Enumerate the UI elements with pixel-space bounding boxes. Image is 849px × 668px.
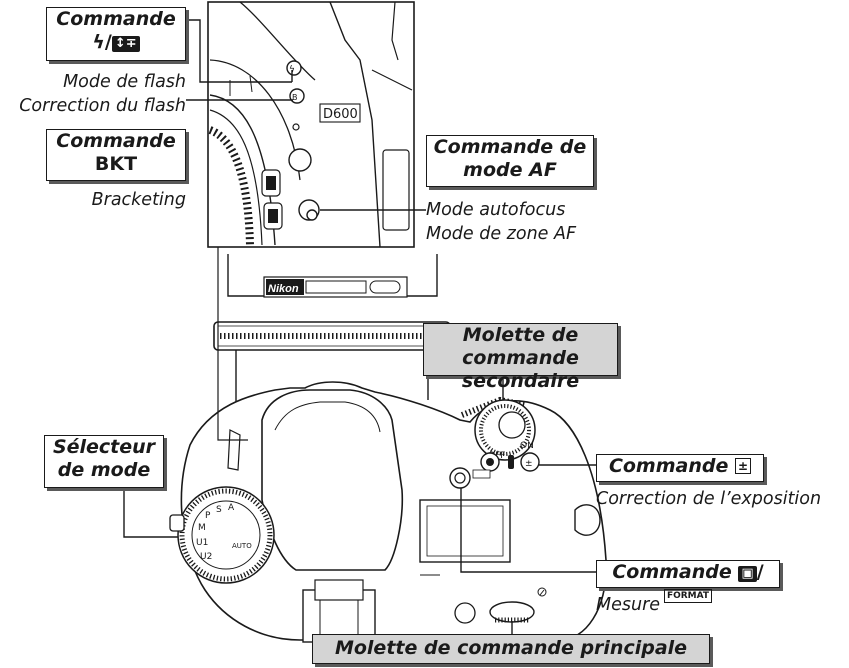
desc-af-mode: Mode autofocus — [426, 200, 566, 220]
flash-button-callout: Commande ϟ/↕∓ — [46, 7, 186, 61]
model-badge: D600 — [323, 107, 358, 122]
mode-dial-callout-line2: de mode — [57, 459, 151, 481]
af-mode-callout-line2: mode AF — [463, 159, 557, 181]
bkt-button-callout: Commande BKT — [46, 129, 186, 181]
exposure-callout-text: Commande — [608, 455, 729, 477]
metering-callout-text: Commande — [612, 561, 732, 583]
flash-comp-icon: ↕∓ — [111, 36, 140, 52]
metering-callout-label: Commande ▣/FORMAT — [612, 561, 764, 603]
mode-dial-callout-line1: Sélecteur — [52, 436, 156, 458]
sub-dial-callout-line1: Molette de commande — [462, 324, 579, 369]
exposure-comp-icon: ± — [735, 458, 752, 474]
mode-dial-callout: Sélecteur de mode — [44, 435, 164, 488]
desc-bracketing: Bracketing — [91, 190, 186, 210]
exposure-button-callout: Commande ± — [596, 454, 764, 482]
camera-top-view: Nikon OFF ON ± — [169, 254, 607, 643]
af-mode-callout-line1: Commande de — [433, 136, 587, 158]
main-dial-callout: Molette de commande principale — [312, 634, 710, 664]
bkt-callout-line1: Commande — [56, 130, 176, 152]
switch-on-label: ON — [520, 441, 534, 451]
bkt-callout-line2: BKT — [94, 153, 138, 175]
af-mode-button-callout: Commande de mode AF — [426, 135, 594, 187]
metering-button-callout: Commande ▣/FORMAT — [596, 560, 780, 603]
desc-af-area: Mode de zone AF — [426, 224, 577, 244]
inset-side-view: ϟ B D600 — [207, 1, 415, 248]
mode-dial-p: P — [205, 511, 211, 521]
desc-metering: Mesure — [596, 595, 661, 615]
mode-dial-auto: AUTO — [232, 542, 252, 550]
mode-dial-a: A — [228, 503, 235, 513]
mode-dial-u1: U1 — [196, 538, 208, 548]
leader-lines — [123, 19, 596, 644]
exposure-callout-label: Commande ± — [597, 455, 763, 478]
sub-dial-callout: Molette de commande secondaire — [423, 323, 618, 392]
sub-dial-callout-line2: secondaire — [461, 370, 580, 392]
mode-dial-u2: U2 — [200, 552, 212, 562]
desc-flash-mode: Mode de flash — [63, 72, 186, 92]
desc-flash-comp: Correction du flash — [19, 96, 186, 116]
metering-icon: ▣ — [738, 566, 757, 582]
flash-button-callout-symbol: ϟ/↕∓ — [47, 31, 185, 54]
desc-exposure-comp: Correction de l’exposition — [596, 489, 822, 509]
svg-text:±: ± — [525, 459, 533, 469]
svg-text:B: B — [292, 93, 298, 102]
flash-button-callout-line1: Commande — [56, 8, 176, 30]
format-icon: FORMAT — [663, 589, 713, 603]
brand-logo: Nikon — [268, 283, 299, 295]
mode-dial-s: S — [216, 505, 222, 515]
main-dial-callout-label: Molette de commande principale — [334, 637, 688, 659]
flash-symbol: ϟ/ — [92, 31, 112, 53]
mode-dial-m: M — [198, 523, 206, 533]
